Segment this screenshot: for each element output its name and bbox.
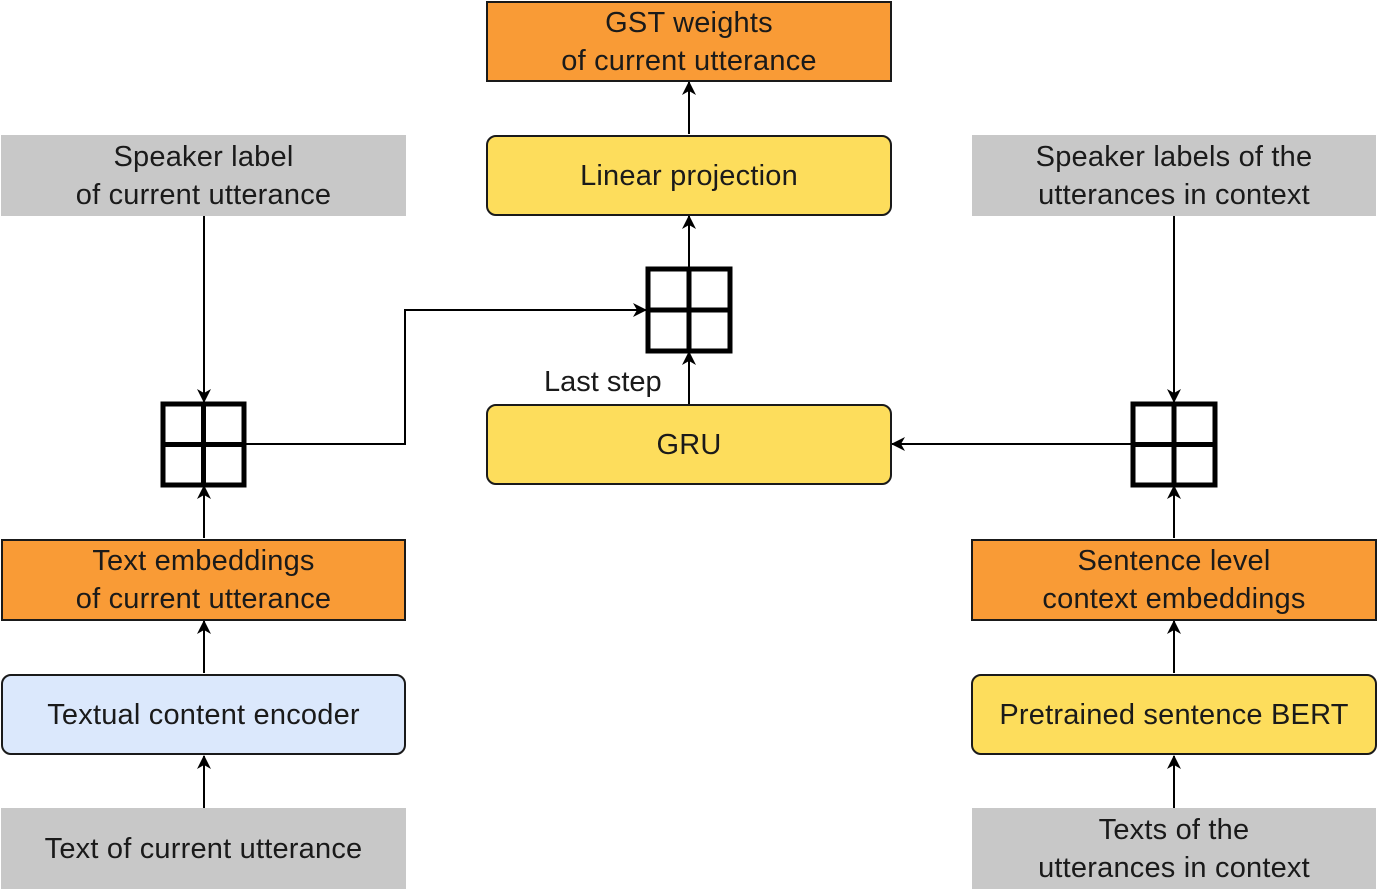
linear-projection-box: Linear projection [486, 135, 892, 216]
arrow-left-concat-to-center-concat [245, 303, 647, 445]
sentence-context-embeddings-label: Sentence level context embeddings [1042, 545, 1306, 615]
textual-content-encoder-box: Textual content encoder [1, 674, 406, 755]
sentence-context-embeddings-box: Sentence level context embeddings [971, 539, 1377, 621]
textual-content-encoder-label: Textual content encoder [47, 698, 360, 731]
texts-context-box: Texts of the utterances in context [972, 808, 1376, 889]
texts-context-label: Texts of the utterances in context [1038, 813, 1310, 884]
last-step-label: Last step [544, 366, 662, 398]
pretrained-sentence-bert-label: Pretrained sentence BERT [999, 698, 1349, 731]
concat-grid-icon-right [1130, 401, 1218, 488]
gst-weights-label: GST weights of current utterance [561, 6, 817, 77]
text-embeddings-current-box: Text embeddings of current utterance [1, 539, 406, 621]
gru-label: GRU [656, 428, 722, 461]
concat-grid-icon-left [160, 401, 247, 488]
gru-box: GRU [486, 404, 892, 485]
pretrained-sentence-bert-box: Pretrained sentence BERT [971, 674, 1377, 755]
concat-grid-icon-center [645, 266, 733, 354]
speaker-label-current-box: Speaker label of current utterance [1, 135, 406, 216]
speaker-label-current-label: Speaker label of current utterance [75, 140, 332, 211]
gst-weights-box: GST weights of current utterance [486, 1, 892, 82]
text-current-box: Text of current utterance [1, 808, 406, 889]
text-embeddings-current-label: Text embeddings of current utterance [75, 545, 332, 615]
speaker-labels-context-box: Speaker labels of the utterances in cont… [972, 135, 1376, 216]
speaker-labels-context-label: Speaker labels of the utterances in cont… [1035, 140, 1313, 211]
text-current-label: Text of current utterance [44, 832, 363, 865]
linear-projection-label: Linear projection [580, 159, 798, 192]
